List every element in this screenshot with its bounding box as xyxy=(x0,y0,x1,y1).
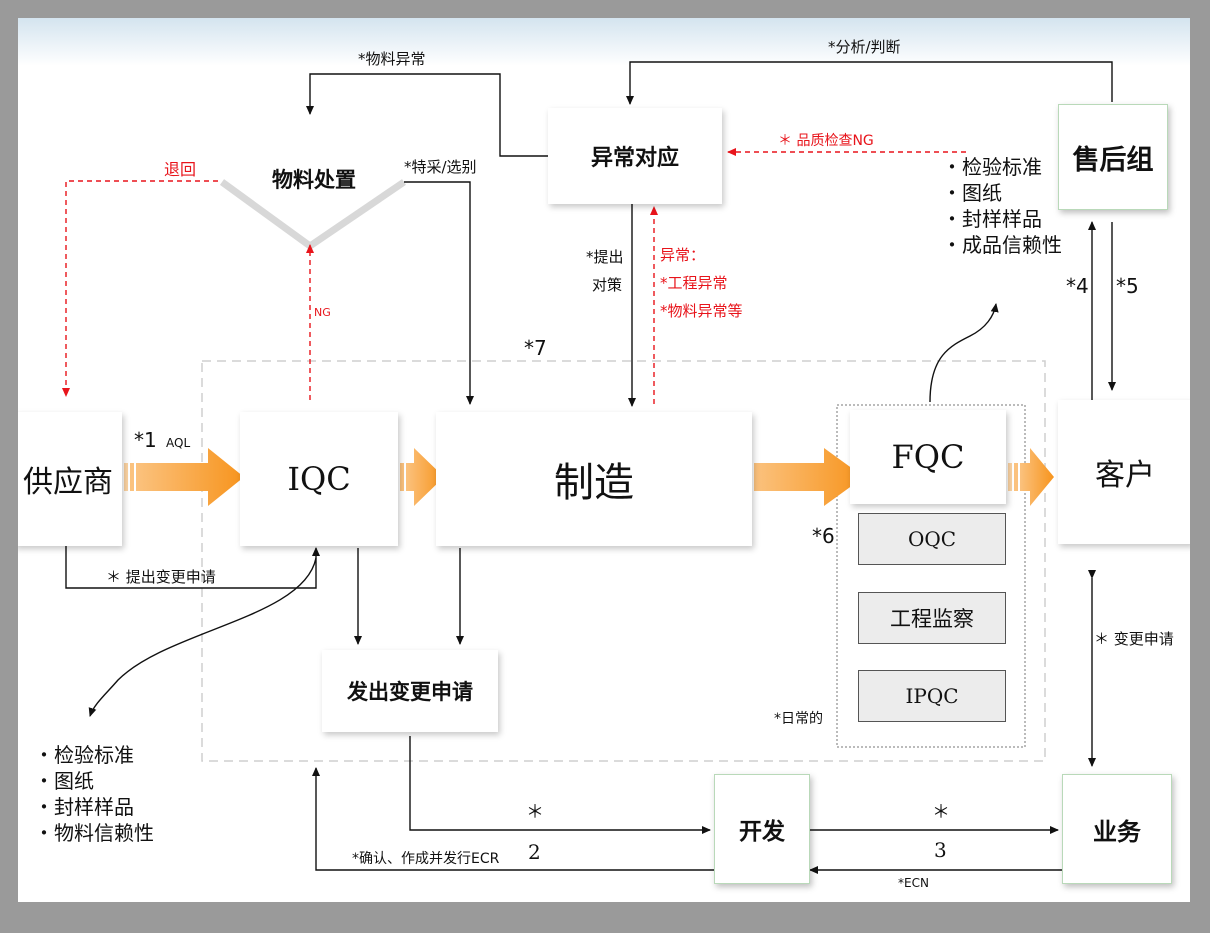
label-abnormal-eng: *工程异常 xyxy=(660,274,728,292)
flow-arrow-fqc-customer xyxy=(1008,448,1054,506)
label-star3-b: 3 xyxy=(934,838,947,862)
curve-fqc-list xyxy=(929,303,999,403)
label-aql-star: *1 xyxy=(134,428,157,452)
node-supplier[interactable]: 供应商 xyxy=(18,412,122,546)
label-star2-a: ＊ xyxy=(526,802,544,823)
node-anomaly[interactable]: 异常对应 xyxy=(548,108,722,204)
node-ipqc[interactable]: IPQC xyxy=(858,670,1006,722)
label-aql: AQL xyxy=(166,436,191,450)
label-star6: *6 xyxy=(812,524,835,548)
fqc-group-frame xyxy=(836,404,1026,748)
line-confirm-ecr xyxy=(312,767,716,871)
label-special-pick: *特采/选别 xyxy=(404,158,477,176)
label-propose-2: 对策 xyxy=(592,276,623,294)
list-right-item: ・成品信赖性 xyxy=(942,233,1062,257)
label-change-request-side: ＊ 变更申请 xyxy=(1094,630,1174,648)
node-material-disposal[interactable]: 物料处置 xyxy=(272,168,356,192)
list-right-item: ・封样样品 xyxy=(942,207,1042,231)
label-abnormal-title: 异常： xyxy=(660,246,706,264)
label-star2-b: 2 xyxy=(528,840,541,864)
scope-dashed-frame xyxy=(201,360,1046,762)
label-star4: *4 xyxy=(1066,274,1089,298)
label-ng: NG xyxy=(314,306,331,319)
node-oqc[interactable]: OQC xyxy=(858,513,1006,565)
line-material-anomaly xyxy=(306,73,548,157)
list-left: ・检验标准 ・图纸 ・封样样品 ・物料信赖性 xyxy=(34,742,154,846)
label-quality-ng: ＊ 品质检查NG xyxy=(778,133,874,149)
flow-diagram: 供应商 IQC 制造 FQC 客户 售后组 异常对应 物料处置 发出变更申请 开… xyxy=(18,18,1190,902)
label-star5: *5 xyxy=(1116,274,1139,298)
label-supplier-change: ＊ 提出变更申请 xyxy=(106,568,216,586)
list-left-item: ・检验标准 xyxy=(34,743,134,767)
node-fqc[interactable]: FQC xyxy=(850,410,1006,504)
node-business[interactable]: 业务 xyxy=(1062,774,1172,884)
label-confirm-ecr: *确认、作成并发行ECR xyxy=(352,851,500,867)
label-daily: *日常的 xyxy=(774,711,823,727)
list-left-item: ・图纸 xyxy=(34,769,94,793)
list-right: ・检验标准 ・图纸 ・封样样品 ・成品信赖性 xyxy=(942,154,1062,258)
label-propose-1: *提出 xyxy=(586,248,624,266)
flow-arrow-supplier-iqc xyxy=(124,448,244,506)
line-star2 xyxy=(409,736,711,834)
label-return: 退回 xyxy=(164,160,197,179)
line-analysis xyxy=(626,61,1113,105)
label-star7: *7 xyxy=(524,336,547,360)
flow-arrow-mfg-fqc xyxy=(742,448,864,506)
line-special-pick xyxy=(404,181,474,405)
curve-iqc-list xyxy=(88,557,317,717)
node-engineering-patrol[interactable]: 工程监察 xyxy=(858,592,1006,644)
label-material-anomaly: *物料异常 xyxy=(358,50,426,68)
list-right-item: ・图纸 xyxy=(942,181,1002,205)
connector-layer xyxy=(62,61,1116,874)
line-return xyxy=(62,180,218,397)
label-abnormal-mat: *物料异常等 xyxy=(660,302,743,320)
list-left-item: ・物料信赖性 xyxy=(34,821,154,845)
list-right-item: ・检验标准 xyxy=(942,155,1042,179)
node-after-sales[interactable]: 售后组 xyxy=(1058,104,1168,210)
node-customer[interactable]: 客户 xyxy=(1058,400,1190,544)
node-iqc[interactable]: IQC xyxy=(240,412,398,546)
list-left-item: ・封样样品 xyxy=(34,795,134,819)
node-change-request[interactable]: 发出变更申请 xyxy=(322,650,498,732)
line-supplier-change xyxy=(65,544,320,589)
label-analysis: *分析/判断 xyxy=(828,38,901,56)
label-star3-a: ＊ xyxy=(932,802,950,823)
node-development[interactable]: 开发 xyxy=(714,774,810,884)
label-ecn: *ECN xyxy=(898,876,929,890)
node-manufacturing[interactable]: 制造 xyxy=(436,412,752,546)
